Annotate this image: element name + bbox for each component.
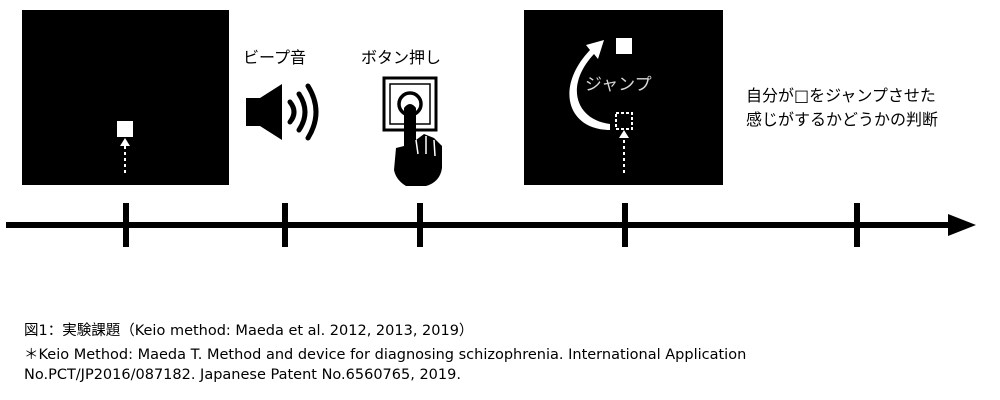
trail-arrowhead [120, 138, 130, 146]
square-marker-origin-dashed [615, 112, 633, 130]
timeline-arrowhead [948, 214, 976, 236]
beep-label: ビープ音 [243, 48, 307, 67]
curved-jump-arrow-icon [569, 40, 610, 130]
trail-arrowhead [619, 130, 629, 138]
figure-caption-reference-2: No.PCT/JP2016/087182. Japanese Patent No… [24, 367, 461, 383]
timeline-axis [6, 203, 976, 247]
stimulus-panel-jump [524, 10, 723, 185]
judgment-line-1: 自分が□をジャンプさせた [746, 86, 936, 105]
button-press-label: ボタン押し [361, 48, 442, 67]
square-marker-jumped [616, 38, 632, 54]
stimulus-panel-initial [22, 10, 229, 185]
figure-caption-reference-1: ＊Keio Method: Maeda T. Method and device… [24, 347, 747, 363]
jump-graphic [569, 38, 633, 173]
judgment-line-2: 感じがするかどうかの判断 [746, 110, 939, 129]
figure-caption-title: 図1：実験課題（Keio method: Maeda et al. 2012, … [24, 323, 474, 339]
speaker-sound-icon [246, 83, 319, 141]
square-marker [117, 121, 133, 137]
jump-label: ジャンプ [585, 75, 652, 95]
square-rising-graphic [117, 121, 133, 173]
judgment-label: 自分が□をジャンプさせた 感じがするかどうかの判断 [746, 84, 938, 132]
finger-press-button-icon [382, 76, 442, 186]
